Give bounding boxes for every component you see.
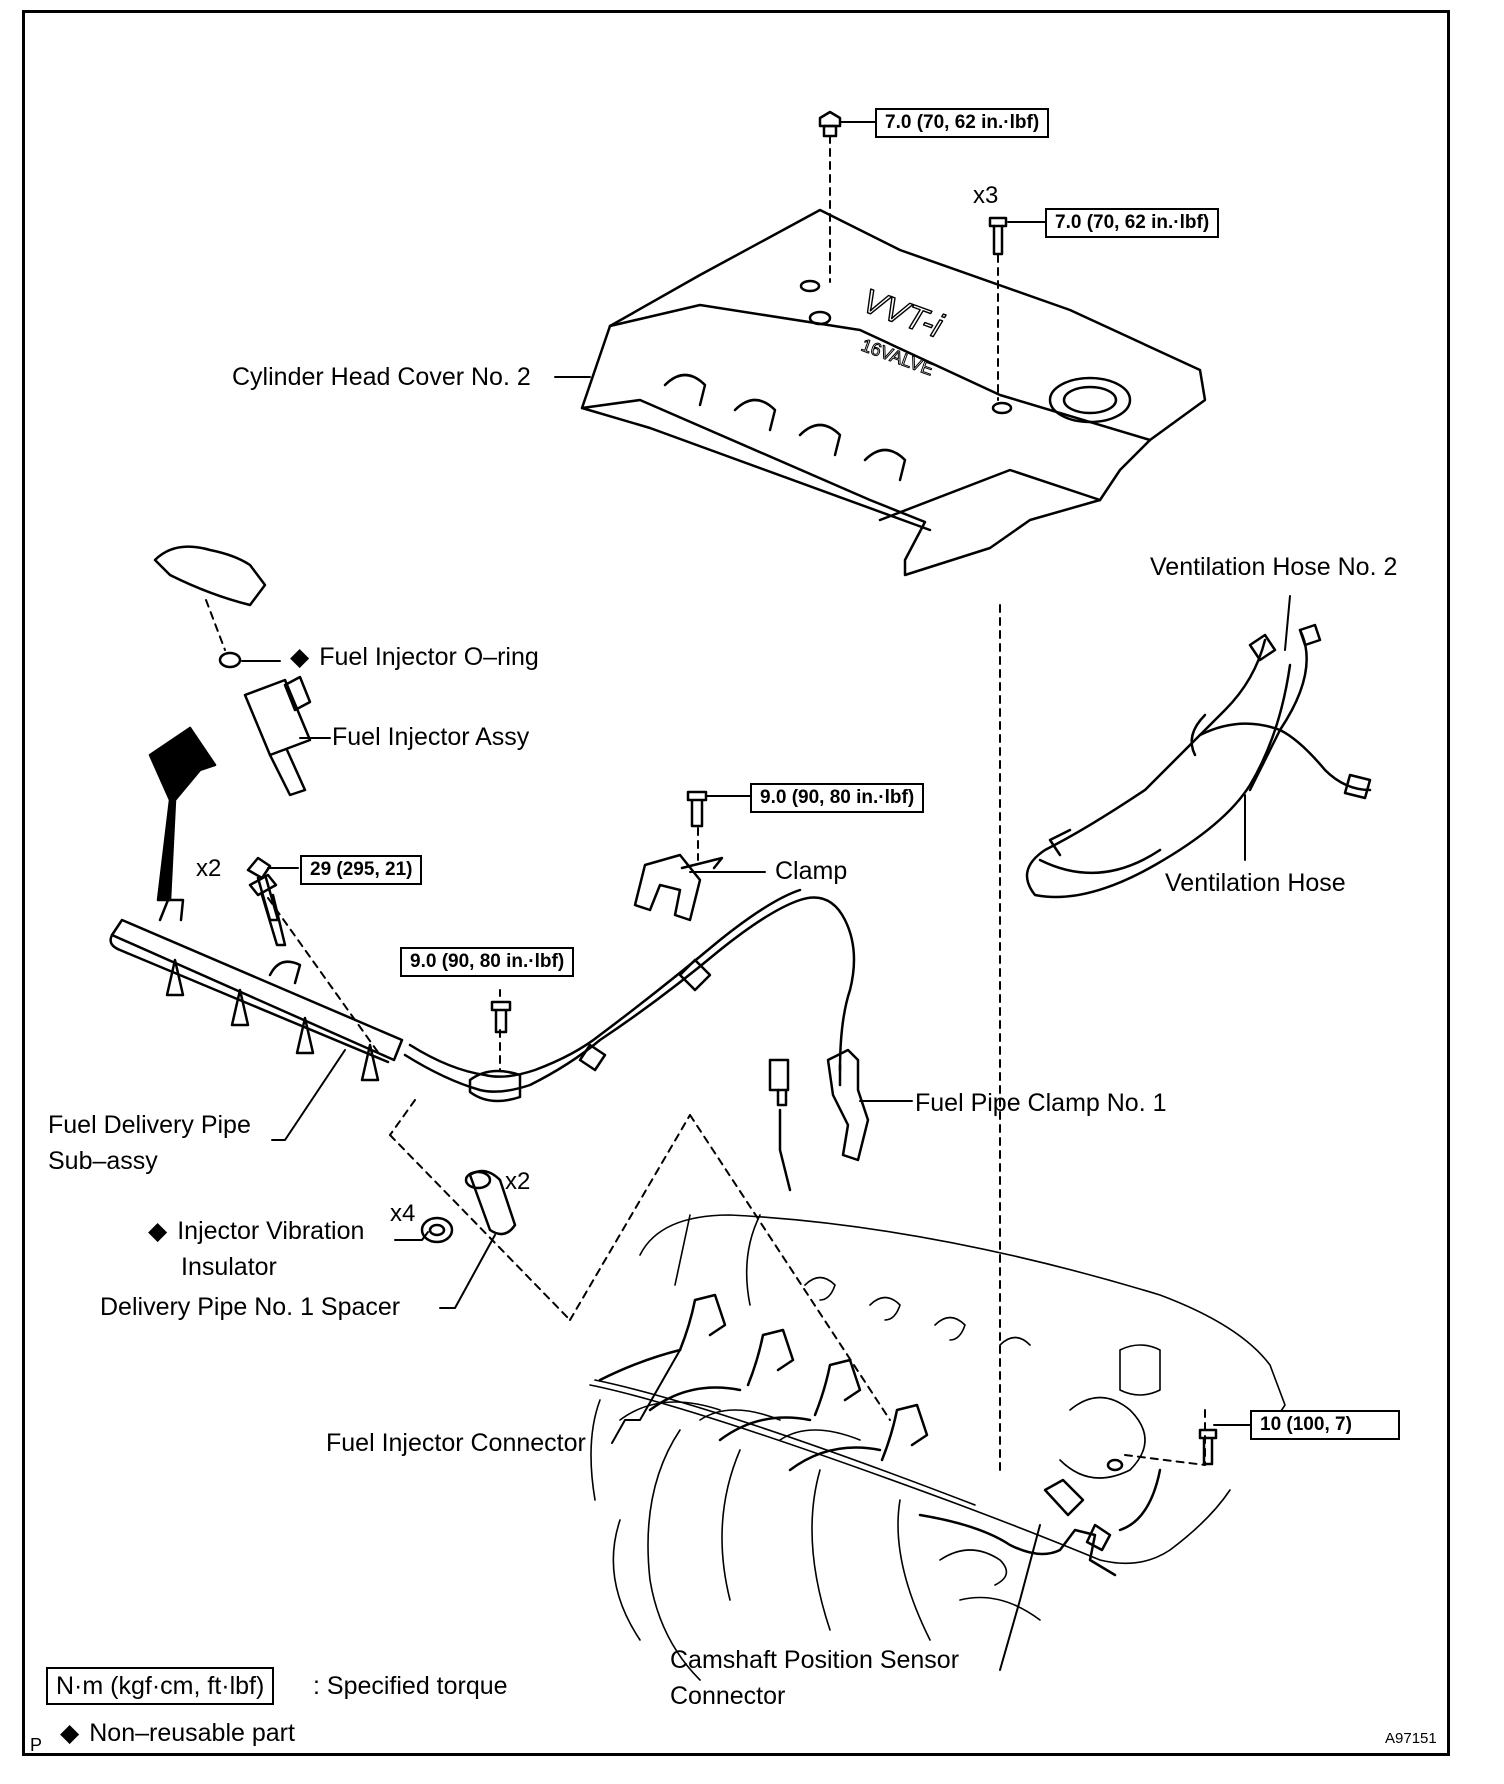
diamond-icon: ◆: [148, 1217, 168, 1245]
qty-insulator: x4: [390, 1200, 416, 1227]
spacer-insulator-drawing: [420, 1169, 517, 1244]
cam-sensor-line1: Camshaft Position Sensor: [670, 1646, 960, 1674]
label-camshaft-sensor-connector: Camshaft Position Sensor Connector: [670, 1645, 959, 1711]
torque-cover-bolts: 7.0 (70, 62 in.·lbf): [1045, 208, 1220, 238]
engine-block-drawing: [589, 1214, 1286, 1681]
legend-torque-text: : Specified torque: [313, 1672, 508, 1700]
torque-cover-top-bolt: 7.0 (70, 62 in.·lbf): [875, 108, 1050, 138]
torque-delivery-pipe-bolts: 29 (295, 21): [300, 855, 423, 885]
qty-cover-bolts: x3: [973, 182, 999, 209]
fuel-delivery-pipe-line1: Fuel Delivery Pipe: [48, 1111, 251, 1139]
figure-id: A97151: [1385, 1730, 1437, 1747]
legend-torque-box: N·m (kgf·cm, ft·lbf): [46, 1667, 275, 1705]
label-fuel-injector-connector: Fuel Injector Connector: [326, 1429, 586, 1457]
label-injector-vibration-insulator: ◆ Injector Vibration Insulator: [148, 1216, 364, 1282]
clamp-drawing: [246, 790, 724, 1034]
vib-ins-line2: Insulator: [181, 1253, 277, 1281]
torque-fuel-line-bolt: 9.0 (90, 80 in.·lbf): [400, 947, 575, 977]
qty-delivery-pipe-bolts: x2: [196, 855, 222, 882]
label-fuel-pipe-clamp: Fuel Pipe Clamp No. 1: [915, 1089, 1167, 1117]
label-ventilation-hose: Ventilation Hose: [1165, 869, 1346, 897]
diamond-icon: ◆: [290, 643, 310, 671]
direction-arrow: [148, 726, 217, 902]
label-fuel-delivery-pipe: Fuel Delivery Pipe Sub–assy: [48, 1110, 251, 1176]
fuel-delivery-pipe-drawing: [109, 873, 856, 1192]
legend-nonreusable: ◆ Non–reusable part: [60, 1718, 295, 1748]
label-fuel-injector-assy: Fuel Injector Assy: [332, 723, 530, 751]
ventilation-hose-drawing: [1025, 623, 1372, 899]
fuel-pipe-clamp-drawing: [826, 1048, 870, 1162]
label-ventilation-hose-2: Ventilation Hose No. 2: [1150, 553, 1398, 581]
label-clamp: Clamp: [775, 857, 848, 885]
injector-connectors-drawing: [598, 1293, 1218, 1577]
nonreusable-text: Non–reusable part: [89, 1719, 295, 1747]
corner-code: P: [30, 1735, 43, 1755]
torque-sensor-bolt: 10 (100, 7): [1250, 1410, 1400, 1440]
label-delivery-pipe-spacer: Delivery Pipe No. 1 Spacer: [100, 1293, 401, 1321]
torque-clamp-bolt: 9.0 (90, 80 in.·lbf): [750, 783, 925, 813]
oring-text: Fuel Injector O–ring: [319, 643, 539, 671]
cylinder-head-cover-drawing: VVT-i 16VALVE: [580, 208, 1207, 577]
dashed-guides: [205, 135, 1206, 1471]
fuel-injector-drawing: [153, 545, 312, 797]
vib-ins-line1: Injector Vibration: [177, 1217, 365, 1245]
fuel-delivery-pipe-line2: Sub–assy: [48, 1147, 158, 1175]
qty-spacer: x2: [505, 1168, 531, 1195]
diagram-frame: [22, 10, 1450, 1756]
label-fuel-injector-oring: ◆ Fuel Injector O–ring: [290, 642, 539, 672]
label-cylinder-head-cover: Cylinder Head Cover No. 2: [232, 363, 531, 391]
diamond-icon: ◆: [60, 1719, 80, 1747]
cam-sensor-line2: Connector: [670, 1682, 786, 1710]
leader-lines: [241, 121, 1291, 1671]
